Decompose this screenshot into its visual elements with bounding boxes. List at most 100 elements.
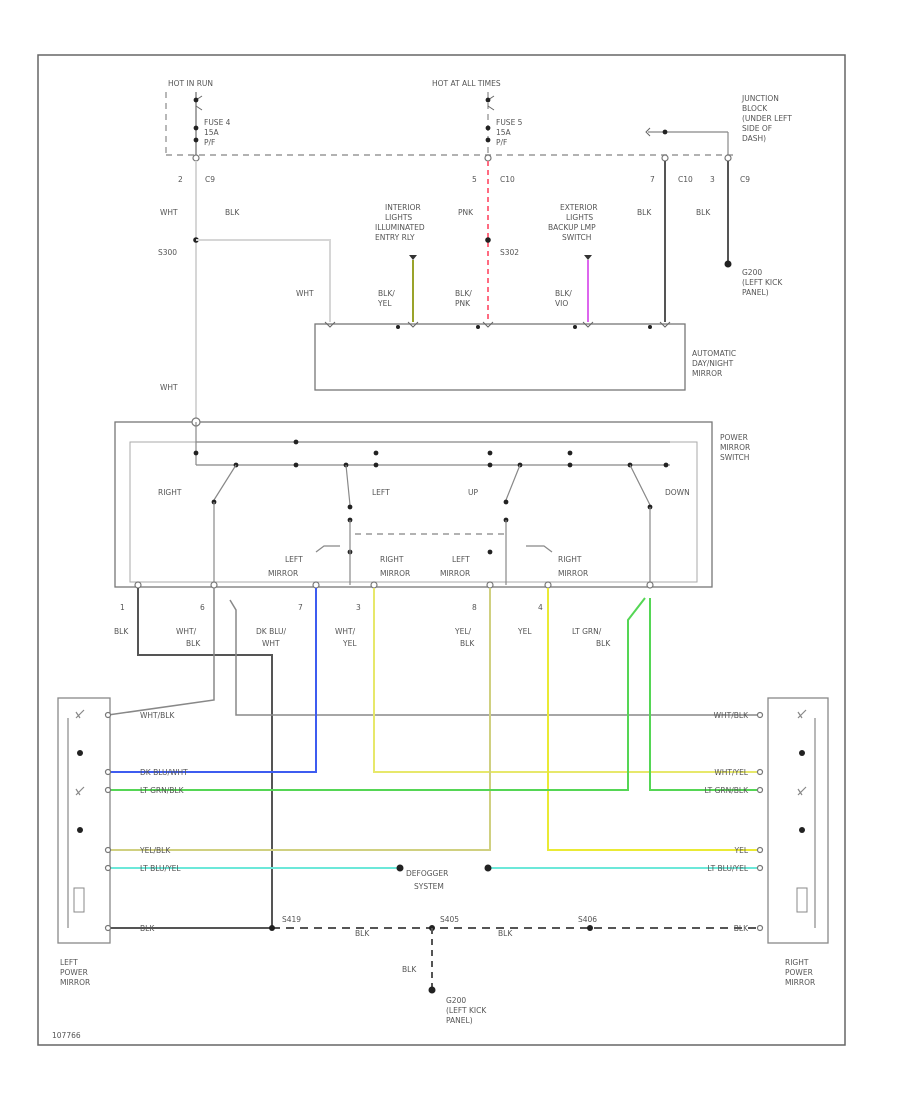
auto-mirror-node-3 [573, 325, 577, 329]
fuse5-amp: 15A [496, 128, 512, 137]
right-mirror-motor2-icon [799, 827, 805, 833]
pin-3: 3 [356, 603, 361, 612]
s419-label: S419 [282, 915, 301, 924]
fuse5-terminal-bottom [485, 137, 491, 143]
junction-block-label-3: (UNDER LEFT [742, 114, 792, 123]
right-mirror-heater-icon [796, 887, 808, 913]
right-mirror-motor-contacts [797, 709, 807, 796]
pin-8: 8 [472, 603, 477, 612]
ground-g200-top-label-3: PANEL) [742, 288, 769, 297]
c9-right-pin-number: 3 [710, 175, 715, 184]
left-mirror-motor2-icon [77, 827, 83, 833]
exterior-lights-label-3: BACKUP LMP [548, 223, 596, 232]
pin-5-color-2: BLK [596, 639, 611, 648]
right-power-mirror: WHT/BLK WHT/YEL LT GRN/BLK YEL LT BLU/YE… [704, 697, 829, 987]
c9-left-pin-number: 2 [178, 175, 183, 184]
left-mirror-motor-contacts [75, 709, 85, 796]
pin-7: 7 [298, 603, 303, 612]
right-mirror-name-1: RIGHT [785, 958, 809, 967]
right-row-5: LT BLU/YEL [707, 864, 748, 873]
wht-blk-right-wire [229, 599, 760, 716]
left-mirror-motor1-icon [77, 750, 83, 756]
ground-g200-bottom-icon [428, 986, 436, 994]
c9-right-pin [724, 154, 732, 162]
c10b-pin [661, 154, 669, 162]
blk-pnk-label-2: PNK [455, 299, 471, 308]
interior-lights-label-3: ILLUMINATED [375, 223, 425, 232]
left-row-5: LT BLU/YEL [140, 864, 181, 873]
switch-label-3: SWITCH [720, 453, 749, 462]
s302-splice-dot [485, 237, 491, 243]
left-mirror-heater-icon [73, 887, 85, 913]
left-mirror-label-4: MIRROR [440, 569, 470, 578]
junction-bus-node [662, 129, 668, 135]
interior-lights-label-4: ENTRY RLY [375, 233, 415, 242]
fuse4-ref: P/F [204, 138, 215, 147]
right-mirror-name-3: MIRROR [785, 978, 815, 987]
auto-mirror-pins [324, 321, 671, 328]
c9-right-connector: C9 [740, 175, 750, 184]
fuse4-terminal-top [193, 97, 199, 103]
switch-label-2: MIRROR [720, 443, 750, 452]
right-row-4: YEL [734, 846, 749, 855]
switch-inner-box [129, 441, 698, 583]
switch-pin-labels: 1 6 7 3 8 4 BLK WHT/ BLK DK BLU/ WHT WHT… [114, 603, 611, 648]
blk-pnk-label-1: BLK/ [455, 289, 472, 298]
blk-vio-label-1: BLK/ [555, 289, 572, 298]
defogger-right-terminal [484, 864, 492, 872]
diagram-code: 107766 [52, 1031, 81, 1040]
c10b-pin-number: 7 [650, 175, 655, 184]
right-row-2: WHT/YEL [714, 768, 748, 777]
blk-yel-label-2: YEL [377, 299, 392, 308]
upper-wiring: WHT BLK S300 WHT WHT PNK S302 BLK/ PNK I… [158, 161, 783, 420]
hot-in-run-label: HOT IN RUN [168, 79, 213, 88]
junction-block-label-1: JUNCTION [741, 94, 779, 103]
auto-mirror-node-1 [396, 325, 400, 329]
wht-to-auto-mirror [196, 239, 331, 322]
left-mirror-label-1: LEFT [285, 555, 303, 564]
auto-mirror-label-1: AUTOMATIC [692, 349, 736, 358]
bottom-ground-label-3: PANEL) [446, 1016, 473, 1025]
auto-day-night-mirror: AUTOMATIC DAY/NIGHT MIRROR [314, 321, 736, 391]
auto-mirror-box [314, 323, 686, 391]
pin-4: 4 [538, 603, 543, 612]
right-mirror-name-2: POWER [785, 968, 813, 977]
auto-mirror-label-3: MIRROR [692, 369, 722, 378]
fuse5-label: FUSE 5 [496, 118, 523, 127]
pin-7-color-2: WHT [262, 639, 280, 648]
left-row-4: YEL/BLK [139, 846, 171, 855]
right-mirror-box [767, 697, 829, 944]
pin-1: 1 [120, 603, 125, 612]
ground-g200-top-label-2: (LEFT KICK [742, 278, 783, 287]
bottom-ground-label-1: G200 [446, 996, 466, 1005]
exterior-lights-label-2: LIGHTS [566, 213, 593, 222]
interior-lights-arrow-icon [409, 255, 417, 260]
pin-1-color: BLK [114, 627, 129, 636]
pin-7-color-1: DK BLU/ [256, 627, 287, 636]
right-mirror-label-2: MIRROR [380, 569, 410, 578]
wht-label-branch: WHT [296, 289, 314, 298]
blk-label-top: BLK [225, 208, 240, 217]
fuse4-terminal-bottom [193, 137, 199, 143]
s419-splice-dot [269, 925, 275, 931]
blk-drop-label: BLK [402, 965, 417, 974]
power-mirror-switch: POWER MIRROR SWITCH RIGHT LEFT UP DOWN [114, 417, 750, 589]
yel-wire [547, 588, 760, 851]
blk-bus-label-1: BLK [355, 929, 370, 938]
s302-label: S302 [500, 248, 519, 257]
switch-label-1: POWER [720, 433, 748, 442]
exterior-lights-arrow-icon [584, 255, 592, 260]
switch-left-label: LEFT [372, 488, 390, 497]
fuse4-amp: 15A [204, 128, 220, 137]
pin-3-color-1: WHT/ [335, 627, 356, 636]
switch-outer-box [114, 421, 713, 588]
left-mirror-name-1: LEFT [60, 958, 78, 967]
lt-grn-blk-left-wire [108, 597, 646, 791]
yel-blk-wire [108, 588, 491, 851]
left-row-3: LT GRN/BLK [140, 786, 185, 795]
s406-splice-dot [587, 925, 593, 931]
right-mirror-label-1: RIGHT [380, 555, 404, 564]
lt-grn-blk-right-wire [649, 598, 760, 791]
left-mirror-name-3: MIRROR [60, 978, 90, 987]
